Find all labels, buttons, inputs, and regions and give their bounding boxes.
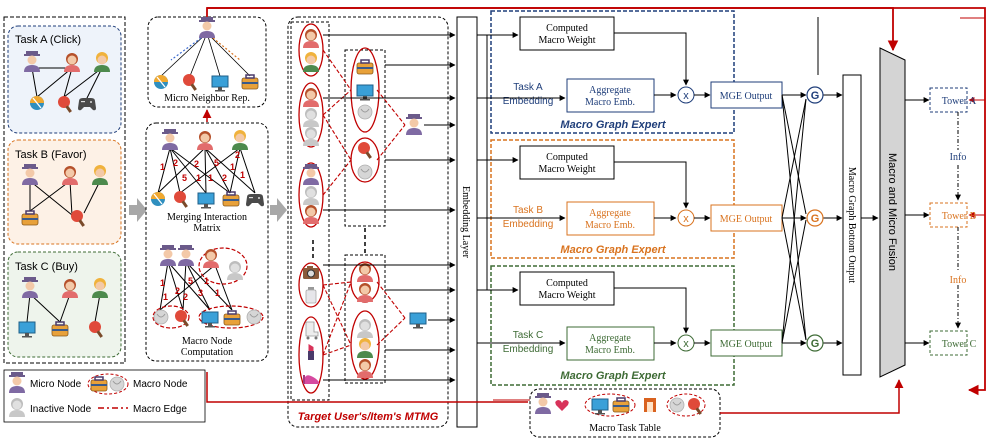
legend-micro-label: Micro Node xyxy=(30,379,82,390)
expert-arrows xyxy=(477,32,711,346)
edge-weight: 5 xyxy=(214,158,219,168)
edge-weight: 1 xyxy=(230,162,235,172)
bottom-output-label: Macro Graph Bottom Output xyxy=(846,167,857,284)
edge-weight: 1 xyxy=(163,292,168,302)
edge-weight: 1 xyxy=(160,162,165,172)
expert-c-agg-2: Macro Emb. xyxy=(585,345,635,356)
expert-b-task-1: Task B xyxy=(513,205,543,216)
task-b-title: Task B (Favor) xyxy=(15,149,87,161)
expert-a-agg-2: Macro Emb. xyxy=(585,97,635,108)
expert-c-task-1: Task C xyxy=(513,330,544,341)
towers: Tower A Tower B Tower C Info Info xyxy=(929,87,977,356)
bottom-output-layer: Macro Graph Bottom Output xyxy=(842,74,879,376)
macro-task-table-label: Macro Task Table xyxy=(589,423,661,434)
merging-panel: 1 2 5 2 1 1 5 1 2 1 2 Merging Interactio… xyxy=(145,122,269,362)
expert-c-agg-1: Aggregate xyxy=(589,333,631,344)
legend-edge-label: Macro Edge xyxy=(133,404,187,415)
mge-output-c: MGE Output xyxy=(720,339,773,350)
expert-b-weight-2: Macro Weight xyxy=(538,164,595,175)
expert-a-task-2: Embedding xyxy=(503,96,554,107)
expert-c: Computed Macro Weight Task C Embedding A… xyxy=(490,265,735,386)
mge-output-b: MGE Output xyxy=(720,214,773,225)
edge-weight: 1 xyxy=(215,288,220,298)
macro-node-label-1: Macro Node xyxy=(182,336,233,347)
gates: G G G xyxy=(806,86,824,352)
embedding-layer-label: Embedding Layer xyxy=(460,186,471,259)
fusion-label: Macro and Micro Fusion xyxy=(886,153,898,271)
task-c-panel: Task C (Buy) xyxy=(7,251,122,358)
edge-weight: 1 xyxy=(208,173,213,183)
edge-weight: 2 xyxy=(183,292,188,302)
edge-weight: 5 xyxy=(182,173,187,183)
edge-weight: 2 xyxy=(175,286,180,296)
edge-weight: 3 xyxy=(198,288,203,298)
mtmg-label: Target User's/Item's MTMG xyxy=(298,411,439,423)
edge-weight: 2 xyxy=(194,159,199,169)
edge-weight: 1 xyxy=(204,276,209,286)
expert-a-multiply-icon: x xyxy=(683,90,689,102)
mge-outputs: MGE Output MGE Output MGE Output xyxy=(710,81,783,357)
expert-c-multiply-icon: x xyxy=(683,338,689,350)
expert-b-title: Macro Graph Expert xyxy=(560,244,666,256)
micro-neighbor-panel: Micro Neighbor Rep. xyxy=(147,16,267,108)
expert-b-agg-1: Aggregate xyxy=(589,208,631,219)
merging-label-1: Merging Interaction xyxy=(167,212,247,223)
fusion-layer: Macro and Micro Fusion xyxy=(879,17,985,378)
micro-neighbor-label: Micro Neighbor Rep. xyxy=(164,93,250,104)
task-b-panel: Task B (Favor) xyxy=(7,139,122,245)
mge-output-a: MGE Output xyxy=(720,91,773,102)
legend-inactive-label: Inactive Node xyxy=(30,404,92,415)
edge-weight: 1 xyxy=(196,173,201,183)
task-a-panel: Task A (Click) xyxy=(7,25,122,134)
tower-a-label: Tower A xyxy=(942,96,977,107)
expert-c-weight-1: Computed xyxy=(546,278,588,289)
expert-c-weight-2: Macro Weight xyxy=(538,290,595,301)
expert-b-multiply-icon: x xyxy=(683,213,689,225)
edge-weight: 1 xyxy=(240,170,245,180)
expert-a-agg-1: Aggregate xyxy=(589,85,631,96)
edge-weight: 5 xyxy=(188,276,193,286)
info-label-2: Info xyxy=(950,275,967,286)
legend-macro-label: Macro Node xyxy=(133,379,188,390)
expert-c-title: Macro Graph Expert xyxy=(560,370,666,382)
info-label-1: Info xyxy=(950,152,967,163)
expert-a-title: Macro Graph Expert xyxy=(560,119,666,131)
expert-a: Computed Macro Weight Task A Embedding A… xyxy=(490,10,735,134)
tower-b-label: Tower B xyxy=(942,211,977,222)
merging-label-2: Matrix xyxy=(193,223,220,234)
expert-c-task-2: Embedding xyxy=(503,344,554,355)
embedding-layer: Embedding Layer xyxy=(456,16,478,428)
expert-a-task-1: Task A xyxy=(513,82,543,93)
flow-arrow-2 xyxy=(270,198,287,222)
gate-a-icon: G xyxy=(811,90,820,102)
expert-b-weight-1: Computed xyxy=(546,152,588,163)
expert-b: Computed Macro Weight Task B Embedding A… xyxy=(490,139,735,259)
gate-b-icon: G xyxy=(811,213,820,225)
macro-node-label-2: Computation xyxy=(181,347,233,358)
edge-weight: 1 xyxy=(160,278,165,288)
expert-b-task-2: Embedding xyxy=(503,219,554,230)
edge-weight: 2 xyxy=(222,173,227,183)
gate-connections xyxy=(781,17,843,346)
edge-weight: 2 xyxy=(235,150,240,160)
expert-b-agg-2: Macro Emb. xyxy=(585,220,635,231)
tower-c-label: Tower C xyxy=(942,339,977,350)
gate-c-icon: G xyxy=(811,338,820,350)
expert-a-weight-1: Computed xyxy=(546,23,588,34)
task-c-title: Task C (Buy) xyxy=(15,261,78,273)
task-panels: Task A (Click) Task B (Favor) Task C (Bu… xyxy=(3,16,126,364)
mtmg-panel: Target User's/Item's MTMG xyxy=(287,16,456,428)
expert-a-weight-2: Macro Weight xyxy=(538,35,595,46)
task-a-title: Task A (Click) xyxy=(15,34,81,46)
flow-arrow-1 xyxy=(129,198,147,222)
legend: Micro Node Macro Node Inactive Node Macr… xyxy=(3,369,206,423)
macro-task-table: Macro Task Table xyxy=(206,372,904,438)
edge-weight: 2 xyxy=(173,158,178,168)
